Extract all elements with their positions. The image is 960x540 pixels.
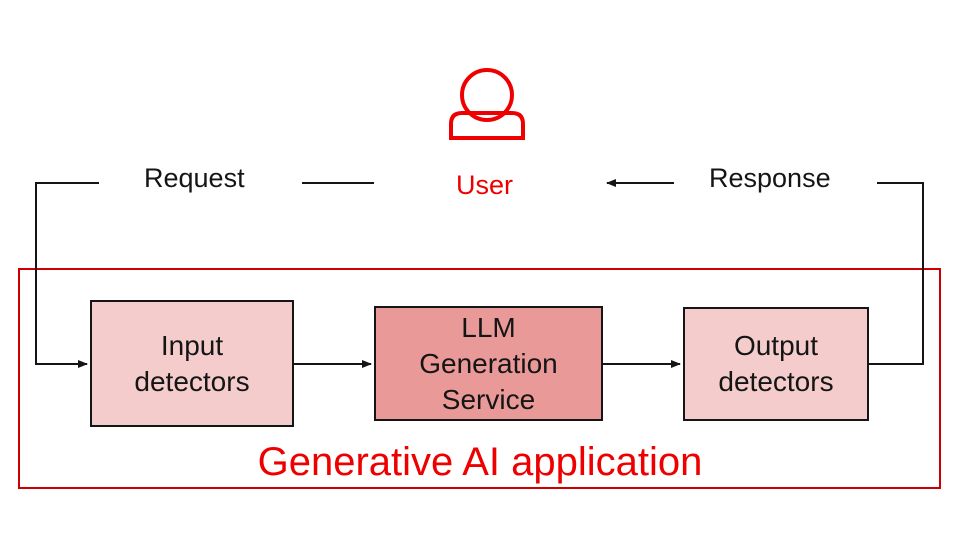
request-label: Request (144, 163, 245, 193)
application-frame (18, 268, 941, 489)
user-icon (449, 68, 525, 140)
llm-generation-service-box: LLM Generation Service (374, 306, 603, 421)
application-title: Generative AI application (257, 440, 703, 484)
request-arrow (35, 182, 99, 368)
output-detectors-box: Output detectors (683, 307, 869, 421)
llm-generation-service-label: LLM Generation Service (419, 311, 558, 415)
input-detectors-label: Input detectors (134, 329, 250, 397)
input-detectors-box: Input detectors (90, 300, 294, 427)
user-label: User (456, 170, 514, 200)
response-line (869, 182, 924, 365)
response-label: Response (709, 163, 831, 193)
output-detectors-label: Output detectors (718, 330, 834, 397)
